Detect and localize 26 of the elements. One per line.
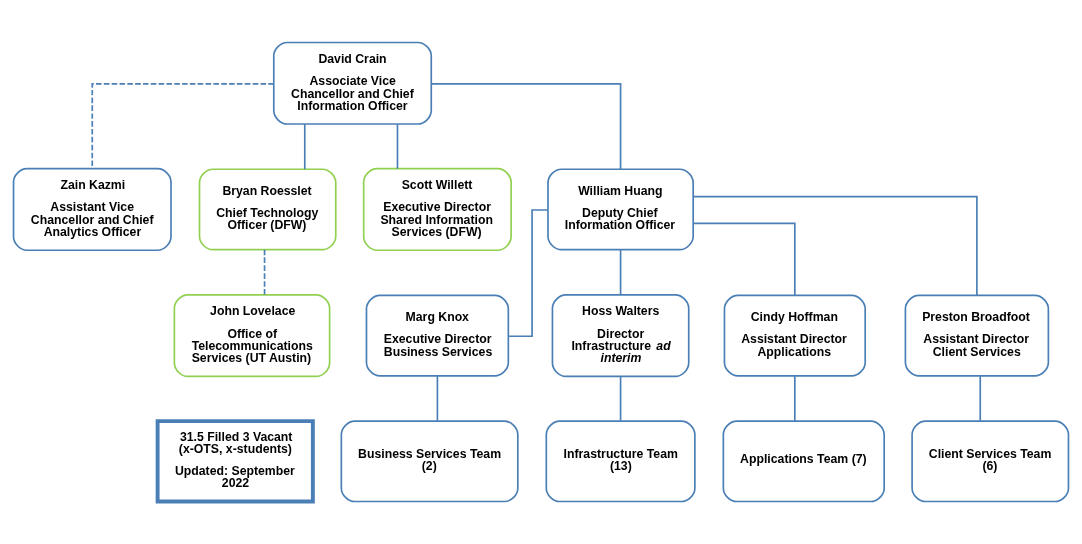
connector	[303, 123, 306, 170]
node-box: John Lovelace Office of Telecommunications Services (UT Austin)	[173, 294, 331, 378]
node-box: Bryan Roesslet Chief Technology Officer (DFW)	[198, 168, 337, 251]
node-box: 31.5 Filled 3 Vacant (x-OTS, x-students) Updated: September 2022	[155, 419, 315, 504]
node-box: William Huang Deputy Chief Information Officer	[547, 168, 694, 251]
connector	[436, 375, 439, 422]
connector	[396, 123, 399, 170]
node-box: Zain Kazmi Assistant Vice Chancellor and Chief Analytics Officer	[12, 167, 172, 252]
connector	[263, 248, 266, 296]
node-box: David Crain Associate Vice Chancellor and Chief Information Officer	[272, 41, 433, 125]
connector	[979, 375, 982, 422]
connector	[692, 195, 978, 297]
node-box: Marg Knox Executive Director Business Services	[365, 294, 510, 377]
connector	[430, 82, 622, 170]
connector	[619, 248, 622, 296]
node-box: Business Services Team (2)	[340, 420, 519, 503]
node-box: Applications Team (7)	[722, 420, 885, 503]
connector	[794, 375, 796, 422]
node-box: Client Services Team (6)	[911, 420, 1070, 503]
connector	[619, 375, 622, 422]
connector	[692, 222, 796, 296]
node-box: Preston Broadfoot Assistant Director Client Services	[904, 294, 1050, 377]
node-box: Scott Willett Executive Director Shared Information Services (DFW)	[362, 167, 512, 252]
node-box: Infrastructure Team (13)	[545, 420, 696, 503]
node-box: Cindy Hoffman Assistant Director Applications	[723, 294, 867, 377]
node-box: Hoss Walters Director Infrastructure ad interim	[551, 294, 690, 378]
